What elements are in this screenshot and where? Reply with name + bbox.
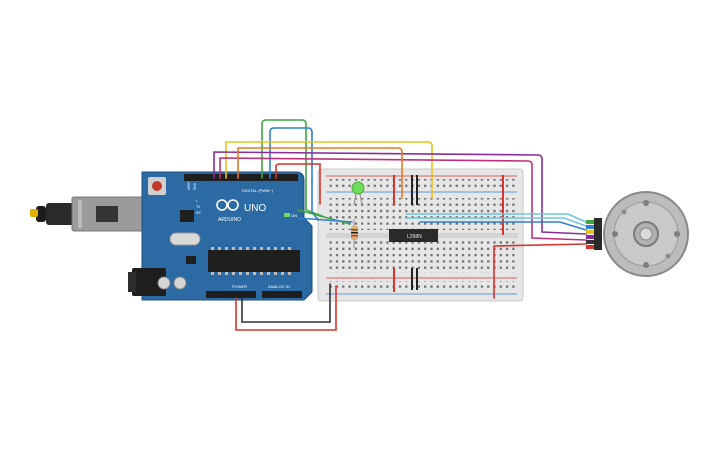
- power-header-label: POWER: [232, 284, 247, 289]
- infinity-logo-icon: [216, 199, 239, 211]
- digital-header-label: DIGITAL (PWM~): [242, 188, 274, 193]
- l298n-chip-label: L298N: [407, 234, 422, 240]
- uno-label: UNO: [244, 203, 266, 214]
- reset-button-icon: [148, 177, 166, 195]
- analog-header: [262, 291, 302, 298]
- gnd-label: GND: [193, 182, 197, 190]
- atmega-chip: [208, 250, 300, 272]
- wires: [213, 119, 587, 331]
- analog-header-label: ANALOG IN: [268, 284, 290, 289]
- arduino-logo-text: ARDUINO: [218, 217, 241, 223]
- power-header: [206, 291, 256, 298]
- aref-label: AREF: [187, 181, 191, 190]
- green-led: [351, 181, 365, 206]
- rx-label: RX: [196, 211, 202, 215]
- jumper-bars: [411, 175, 418, 290]
- breadboard: [317, 168, 524, 302]
- resistor: [351, 219, 358, 248]
- dc-jack-icon: [128, 268, 166, 296]
- l-led-label: L: [196, 199, 198, 203]
- l298n-chip: L298N: [389, 229, 438, 242]
- arduino-uno-board: ARDUINO UNO DIGITAL (PWM~) POWER ANALOG …: [30, 171, 313, 301]
- usb-plug-icon: [30, 196, 147, 232]
- on-led-label: ON: [291, 213, 297, 218]
- tx-label: TX: [196, 205, 201, 209]
- digital-header: [184, 174, 298, 181]
- dc-motor-encoder-icon: [586, 191, 689, 277]
